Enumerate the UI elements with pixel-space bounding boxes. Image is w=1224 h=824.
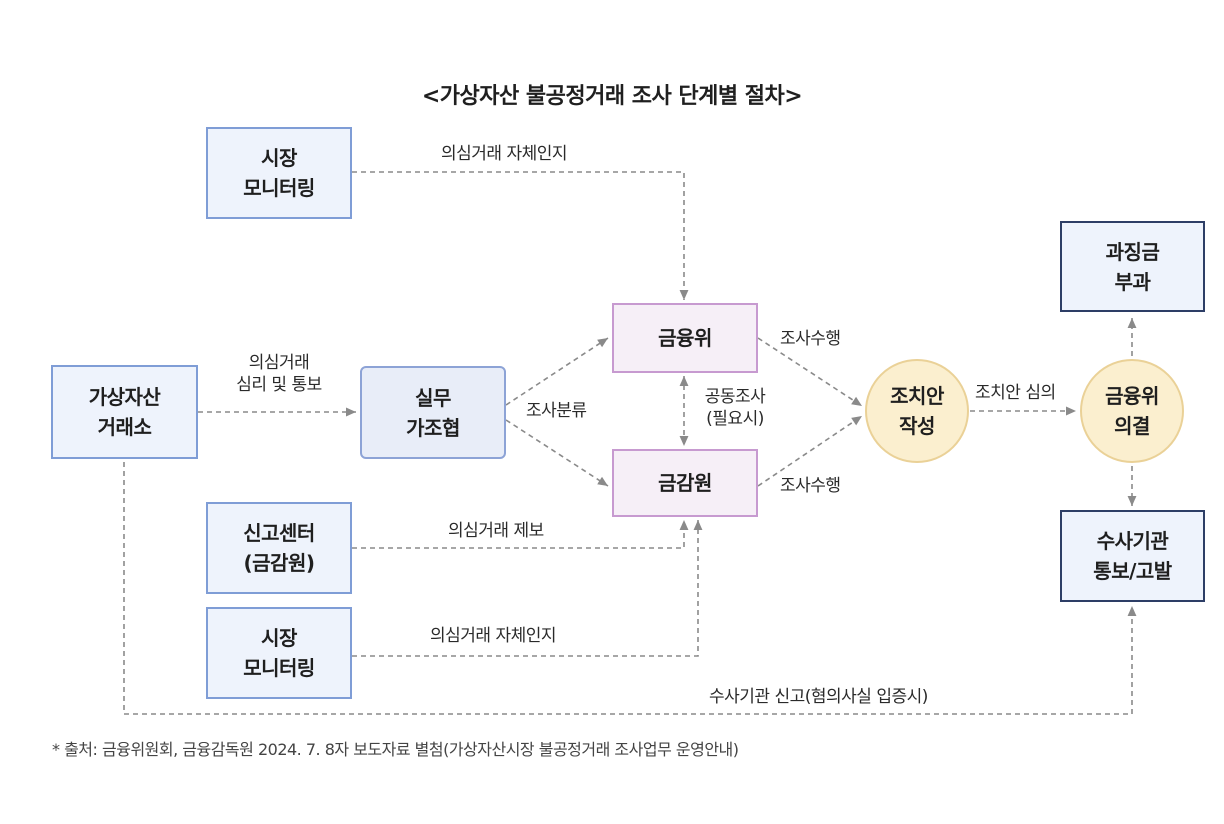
node-line: 금감원	[658, 471, 712, 495]
label-classification: 조사분류	[526, 401, 587, 421]
edge-fsc-to-action	[757, 337, 863, 407]
report-center-box: 신고센터 (금감원)	[206, 502, 352, 594]
node-line: 모니터링	[243, 656, 315, 680]
node-line: 부과	[1114, 269, 1151, 294]
label-investigate-fss: 조사수행	[780, 476, 841, 496]
edge-council-to-fss	[505, 419, 609, 487]
node-line: 수사기관	[1096, 529, 1169, 553]
node-line: 시장	[261, 626, 297, 650]
edge-council-to-fsc	[505, 337, 609, 406]
node-line: (금감원)	[243, 551, 315, 575]
label-self-detect-top: 의심거래 자체인지	[441, 144, 568, 164]
label-line: 의심거래	[248, 353, 310, 373]
action-plan-circle: 조치안 작성	[865, 359, 969, 463]
node-line: 과징금	[1105, 239, 1160, 264]
node-line: 통보/고발	[1093, 559, 1172, 583]
node-line: 가상자산	[88, 385, 161, 409]
node-line: 조치안	[890, 384, 944, 408]
edge-monitoring-to-fsc	[352, 171, 689, 300]
label-investigate-fsc: 조사수행	[780, 329, 841, 349]
label-agency-report: 수사기관 신고(혐의사실 입증시)	[709, 687, 928, 707]
fsc-resolution-circle: 금융위 의결	[1080, 359, 1184, 463]
node-line: 의결	[1114, 414, 1150, 438]
exchange-box: 가상자산 거래소	[51, 365, 198, 459]
label-self-detect-bottom: 의심거래 자체인지	[430, 626, 557, 646]
node-line: 모니터링	[243, 176, 315, 200]
fss-box: 금감원	[612, 449, 758, 517]
investigation-agency-box: 수사기관 통보/고발	[1060, 510, 1205, 602]
label-review: 조치안 심의	[975, 383, 1056, 403]
penalty-box: 과징금 부과	[1060, 221, 1205, 312]
diagram-title: <가상자산 불공정거래 조사 단계별 절차>	[421, 84, 803, 109]
label-suspicious-report: 의심거래 심리 및 통보	[214, 352, 344, 396]
market-monitoring-box-bottom: 시장 모니터링	[206, 607, 352, 699]
node-line: 신고센터	[243, 521, 315, 545]
label-line: (필요시)	[706, 409, 764, 429]
market-monitoring-box-top: 시장 모니터링	[206, 127, 352, 219]
label-joint-investigation: 공동조사 (필요시)	[692, 386, 778, 430]
working-council-box: 실무 가조협	[360, 366, 506, 459]
edge-fss-to-action	[757, 415, 863, 487]
node-line: 가조협	[406, 415, 460, 440]
node-line: 시장	[261, 146, 297, 170]
edge-exchange-to-agency	[123, 462, 1137, 715]
source-note: * 출처: 금융위원회, 금융감독원 2024. 7. 8자 보도자료 별첨(가…	[52, 740, 739, 759]
edge-report-center-to-fss	[352, 520, 689, 549]
edge-monitoring-bottom-to-fss	[352, 520, 703, 657]
label-line: 공동조사	[704, 387, 766, 407]
node-line: 금융위	[1105, 384, 1159, 408]
node-line: 금융위	[658, 326, 712, 350]
label-line: 심리 및 통보	[236, 375, 322, 395]
fsc-box: 금융위	[612, 303, 758, 373]
node-line: 거래소	[97, 415, 152, 439]
node-line: 작성	[899, 414, 935, 438]
label-tip-off: 의심거래 제보	[448, 521, 544, 541]
node-line: 실무	[415, 385, 451, 410]
